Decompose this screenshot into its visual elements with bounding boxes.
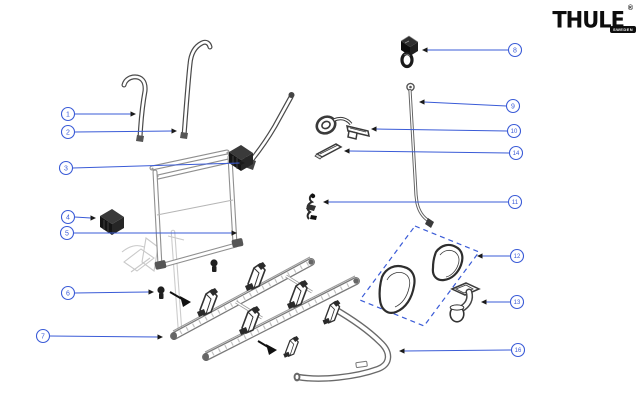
arrowhead-icon <box>422 47 428 53</box>
part-fixing-knob-b <box>210 259 218 272</box>
part-mounting-strip <box>314 143 343 160</box>
part-right-support-tube <box>180 39 213 139</box>
arrowhead-icon <box>148 289 154 295</box>
arrowhead-icon <box>231 230 237 236</box>
part-tension-rod <box>406 82 434 228</box>
registered-mark-icon: ® <box>627 5 633 12</box>
svg-text:8: 8 <box>513 48 517 55</box>
svg-text:10: 10 <box>511 129 518 135</box>
part-corner-support <box>449 282 481 323</box>
arrowhead-icon <box>344 148 350 154</box>
strap-arrow-b <box>266 344 277 355</box>
svg-text:16: 16 <box>515 348 522 354</box>
part-locking-knob <box>400 35 419 69</box>
arrowhead-icon <box>90 215 96 221</box>
callout-10-strap-buckle: 10 <box>371 123 522 139</box>
logo-badge-sweden: SWEDEN <box>610 26 636 33</box>
svg-text:5: 5 <box>65 231 69 238</box>
svg-text:6: 6 <box>66 291 70 298</box>
svg-text:7: 7 <box>41 334 45 341</box>
thule-logo: THULE ® SWEDEN <box>552 5 636 34</box>
arrowhead-icon <box>419 99 425 105</box>
callout-4-rubber-pad: 4 <box>60 209 96 225</box>
svg-text:1: 1 <box>66 112 70 119</box>
arrowhead-icon <box>371 126 377 132</box>
arrowhead-icon <box>477 253 483 259</box>
svg-text:2: 2 <box>66 130 70 137</box>
svg-text:9: 9 <box>511 104 515 111</box>
kit-box-outline <box>359 225 480 327</box>
strap-arrow-a <box>180 296 191 307</box>
part-left-support-tube <box>121 74 148 142</box>
part-retainer-clip <box>306 193 317 220</box>
svg-text:3: 3 <box>64 166 68 173</box>
part-fixing-knob-a <box>157 286 165 299</box>
callout-9-tension-rod: 9 <box>419 98 521 114</box>
callout-11-retainer-clip: 11 <box>323 194 523 210</box>
arrowhead-icon <box>157 334 163 340</box>
callout-2-right-support-tube: 2 <box>60 124 177 140</box>
callout-13-corner-support: 13 <box>481 294 525 310</box>
ghost-parts <box>121 229 185 333</box>
arrowhead-icon <box>171 128 177 134</box>
part-pad-holder <box>229 145 253 171</box>
arrowhead-icon <box>130 111 136 117</box>
svg-text:4: 4 <box>66 215 70 222</box>
callout-1-left-support-tube: 1 <box>60 106 136 122</box>
arrowhead-icon <box>239 160 245 166</box>
callout-6-fixing-knob: 6 <box>60 285 154 301</box>
arrowhead-icon <box>399 348 405 354</box>
svg-text:11: 11 <box>512 200 519 206</box>
svg-text:13: 13 <box>514 300 521 306</box>
callout-16-bumper-frame: 16 <box>399 342 526 358</box>
arrowhead-icon <box>481 299 487 305</box>
callout-8-locking-knob: 8 <box>422 42 523 58</box>
arrowhead-icon <box>323 199 329 205</box>
callout-5-pad-holder: 5 <box>59 225 237 241</box>
callout-12-cover-kit: 12 <box>477 248 525 264</box>
callout-14-mounting-strip: 14 <box>344 145 524 161</box>
svg-text:12: 12 <box>514 254 521 260</box>
callout-7-wheel-rail-assembly: 7 <box>35 328 163 344</box>
part-strap-buckle <box>315 115 370 140</box>
part-rubber-pad <box>100 209 124 235</box>
part-frame-rack <box>149 149 244 270</box>
part-wheel-rails <box>169 256 360 361</box>
part-cover-kit <box>359 225 480 327</box>
callout-3-curved-arm: 3 <box>58 160 245 176</box>
svg-text:14: 14 <box>513 151 520 157</box>
part-bumper-frame <box>282 299 392 382</box>
